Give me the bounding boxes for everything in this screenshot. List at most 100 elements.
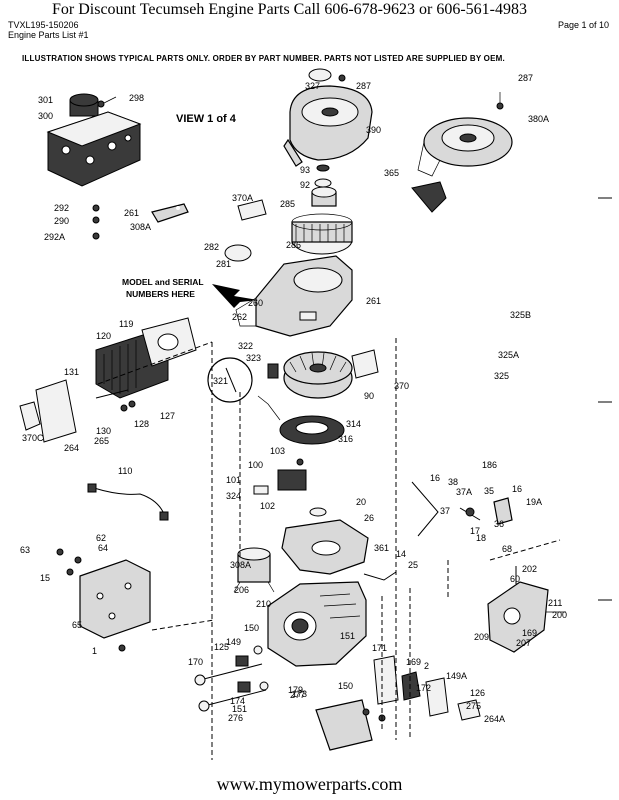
assembly-dashed-lines: [97, 338, 561, 760]
part-callout-276: 276: [228, 713, 243, 723]
part-callout-38: 38: [448, 477, 458, 487]
part-callout-390: 390: [366, 125, 381, 135]
part-callout-292: 292: [54, 203, 69, 213]
part-callout-62: 62: [96, 533, 106, 543]
model-note-line1: MODEL and SERIAL: [122, 277, 204, 287]
part-callout-151: 151: [340, 631, 355, 641]
part-callout-101: 101: [226, 475, 241, 485]
part-callout-15: 15: [40, 573, 50, 583]
part-callout-18: 18: [476, 533, 486, 543]
part-callout-92: 92: [300, 180, 310, 190]
part-callout-174: 174: [230, 696, 245, 706]
starter-cup-stack: [311, 164, 337, 207]
part-callout-321: 321: [213, 376, 228, 386]
flywheel: [283, 349, 379, 399]
part-callout-209: 209: [474, 632, 489, 642]
governor-linkage: [363, 481, 513, 581]
part-callout-370a: 370A: [232, 193, 253, 203]
part-callout-298: 298: [129, 93, 144, 103]
part-callout-63: 63: [20, 545, 30, 555]
part-callout-35: 35: [484, 486, 494, 496]
part-callout-316: 316: [338, 434, 353, 444]
part-callout-200: 200: [552, 610, 567, 620]
part-callout-285: 285: [280, 199, 295, 209]
part-callout-26: 26: [364, 513, 374, 523]
part-callout-300: 300: [38, 111, 53, 121]
part-callout-361: 361: [374, 543, 389, 553]
part-callout-20: 20: [356, 497, 366, 507]
part-callout-37: 37: [440, 506, 450, 516]
part-callout-324: 324: [226, 491, 241, 501]
part-callout-314: 314: [346, 419, 361, 429]
part-callout-260: 260: [248, 298, 263, 308]
label-and-bracket: [151, 199, 267, 223]
part-callout-365: 365: [384, 168, 399, 178]
part-callout-125: 125: [214, 642, 229, 652]
part-callout-262: 262: [232, 312, 247, 322]
part-callout-171: 171: [372, 643, 387, 653]
part-callout-322: 322: [238, 341, 253, 351]
ignition-module: [253, 458, 307, 495]
part-callout-110: 110: [118, 466, 132, 476]
flywheel-screen: [224, 213, 353, 262]
part-callout-17: 17: [470, 526, 480, 536]
footer-url[interactable]: www.mymowerparts.com: [216, 774, 403, 794]
part-callout-130: 130: [96, 426, 111, 436]
part-callout-102: 102: [260, 501, 275, 511]
part-callout-308a: 308A: [130, 222, 151, 232]
part-callout-370c: 370C: [22, 433, 44, 443]
illustration-notice: ILLUSTRATION SHOWS TYPICAL PARTS ONLY. O…: [22, 54, 505, 63]
valve-train: [194, 645, 269, 712]
part-callout-37a: 37A: [456, 487, 472, 497]
part-callout-2: 2: [424, 661, 429, 671]
rewind-starter: [417, 92, 513, 177]
part-callout-60: 60: [510, 574, 520, 584]
part-callout-100: 100: [248, 460, 263, 470]
blower-housing-top: [283, 68, 373, 167]
part-callout-151: 151: [232, 704, 247, 714]
part-callout-149: 149: [226, 637, 241, 647]
part-callout-287: 287: [518, 73, 533, 83]
part-callout-103: 103: [270, 446, 285, 456]
ground-wire: [87, 483, 169, 521]
part-callout-19a: 19A: [526, 497, 542, 507]
exhaust-group: [315, 655, 481, 751]
part-callout-286: 286: [286, 240, 301, 250]
part-callout-172: 172: [416, 683, 431, 693]
part-callout-36: 36: [494, 519, 504, 529]
part-callout-179: 179: [288, 685, 303, 695]
part-callout-261: 261: [124, 208, 139, 218]
part-callout-14: 14: [396, 549, 406, 559]
part-callout-127: 127: [160, 411, 175, 421]
view-label: VIEW 1 of 4: [176, 113, 237, 125]
part-callout-16: 16: [512, 484, 522, 494]
part-callout-1: 1: [92, 646, 97, 656]
air-cleaner-assembly: [46, 93, 142, 187]
part-callout-323: 323: [246, 353, 261, 363]
part-callout-206: 206: [234, 585, 249, 595]
engine-code: TVXL195-150206: [8, 20, 79, 30]
part-callout-290: 290: [54, 216, 69, 226]
part-callout-126: 126: [470, 688, 485, 698]
part-callout-370: 370: [394, 381, 409, 391]
part-callout-68: 68: [502, 544, 512, 554]
cover-plate: [19, 379, 77, 443]
part-callout-65: 65: [72, 620, 82, 630]
part-callout-170: 170: [188, 657, 203, 667]
part-callout-325a: 325A: [498, 350, 519, 360]
part-callout-120: 120: [96, 331, 111, 341]
page-number: Page 1 of 10: [557, 20, 609, 30]
part-callout-275: 275: [466, 701, 481, 711]
part-callout-186: 186: [482, 460, 497, 470]
part-callout-119: 119: [119, 319, 133, 329]
part-callout-207: 207: [516, 638, 531, 648]
part-callout-93: 93: [300, 165, 310, 175]
starter-handle: [411, 181, 447, 213]
part-callout-264a: 264A: [484, 714, 505, 724]
part-callout-210: 210: [256, 599, 271, 609]
part-callout-327: 327: [305, 81, 320, 91]
cylinder-head: [95, 317, 197, 399]
part-callout-150: 150: [244, 623, 259, 633]
part-callout-265: 265: [94, 436, 109, 446]
